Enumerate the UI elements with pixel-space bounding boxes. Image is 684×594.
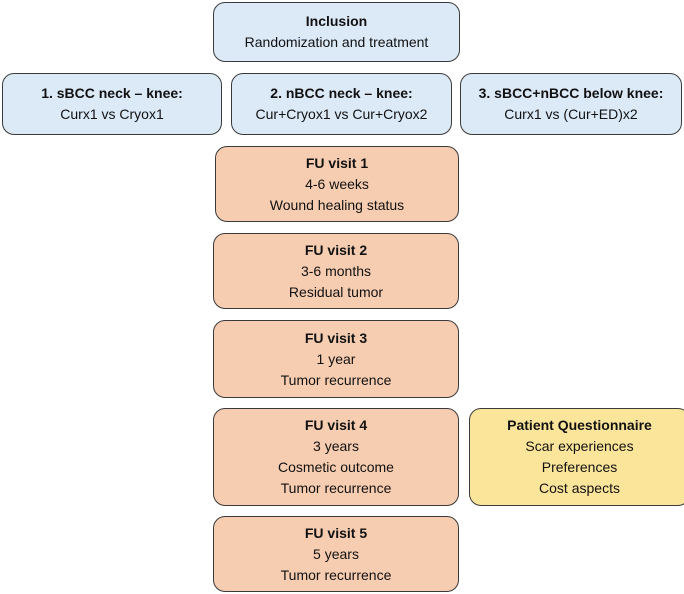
fu-visit-2-line-1: 3-6 months [300, 262, 372, 279]
fu-visit-4-line-3: Tumor recurrence [280, 480, 392, 496]
fu-visit-1-box: FU visit 1 4-6 weeks Wound healing statu… [215, 146, 459, 222]
fu-visit-2-box: FU visit 2 3-6 months Residual tumor [213, 233, 459, 309]
fu-visit-5-line-1: 5 years [313, 545, 359, 562]
group-1-title: 1. sBCC neck – knee: [41, 85, 183, 101]
fu-visit-1-line-2: Wound healing status [269, 196, 405, 213]
inclusion-subtitle: Randomization and treatment [244, 34, 429, 50]
fu-visit-3-title: FU visit 3 [304, 329, 368, 346]
fu-visit-5-line-2: Tumor recurrence [280, 566, 392, 583]
patient-questionnaire-title: Patient Questionnaire [507, 417, 652, 433]
fu-visit-3-line-1: 1 year [316, 350, 356, 367]
fu-visit-4-box: FU visit 4 3 years Cosmetic outcome Tumo… [213, 408, 459, 506]
group-2-box: 2. nBCC neck – knee: Cur+Cryox1 vs Cur+C… [231, 73, 452, 135]
patient-questionnaire-line-1: Scar experiences [525, 438, 634, 454]
fu-visit-1-line-1: 4-6 weeks [305, 175, 369, 192]
patient-questionnaire-line-2: Preferences [541, 459, 618, 475]
fu-visit-2-line-2: Residual tumor [288, 283, 384, 300]
group-3-title: 3. sBCC+nBCC below knee: [478, 85, 664, 101]
fu-visit-4-title: FU visit 4 [304, 417, 368, 433]
group-3-box: 3. sBCC+nBCC below knee: Curx1 vs (Cur+E… [460, 73, 682, 135]
group-2-title: 2. nBCC neck – knee: [270, 85, 413, 101]
patient-questionnaire-box: Patient Questionnaire Scar experiences P… [469, 408, 684, 506]
group-2-detail: Cur+Cryox1 vs Cur+Cryox2 [255, 106, 428, 122]
fu-visit-3-line-2: Tumor recurrence [280, 371, 392, 388]
fu-visit-3-box: FU visit 3 1 year Tumor recurrence [213, 320, 459, 398]
fu-visit-2-title: FU visit 2 [304, 241, 368, 258]
group-3-detail: Curx1 vs (Cur+ED)x2 [504, 106, 638, 122]
fu-visit-5-box: FU visit 5 5 years Tumor recurrence [213, 516, 459, 592]
patient-questionnaire-line-3: Cost aspects [539, 480, 620, 496]
fu-visit-4-line-2: Cosmetic outcome [278, 459, 394, 475]
fu-visit-1-title: FU visit 1 [305, 154, 369, 171]
inclusion-box: Inclusion Randomization and treatment [213, 2, 460, 62]
group-1-detail: Curx1 vs Cryox1 [60, 106, 164, 122]
fu-visit-5-title: FU visit 5 [304, 524, 368, 541]
inclusion-title: Inclusion [305, 13, 368, 29]
fu-visit-4-line-1: 3 years [313, 438, 359, 454]
group-1-box: 1. sBCC neck – knee: Curx1 vs Cryox1 [2, 73, 222, 135]
